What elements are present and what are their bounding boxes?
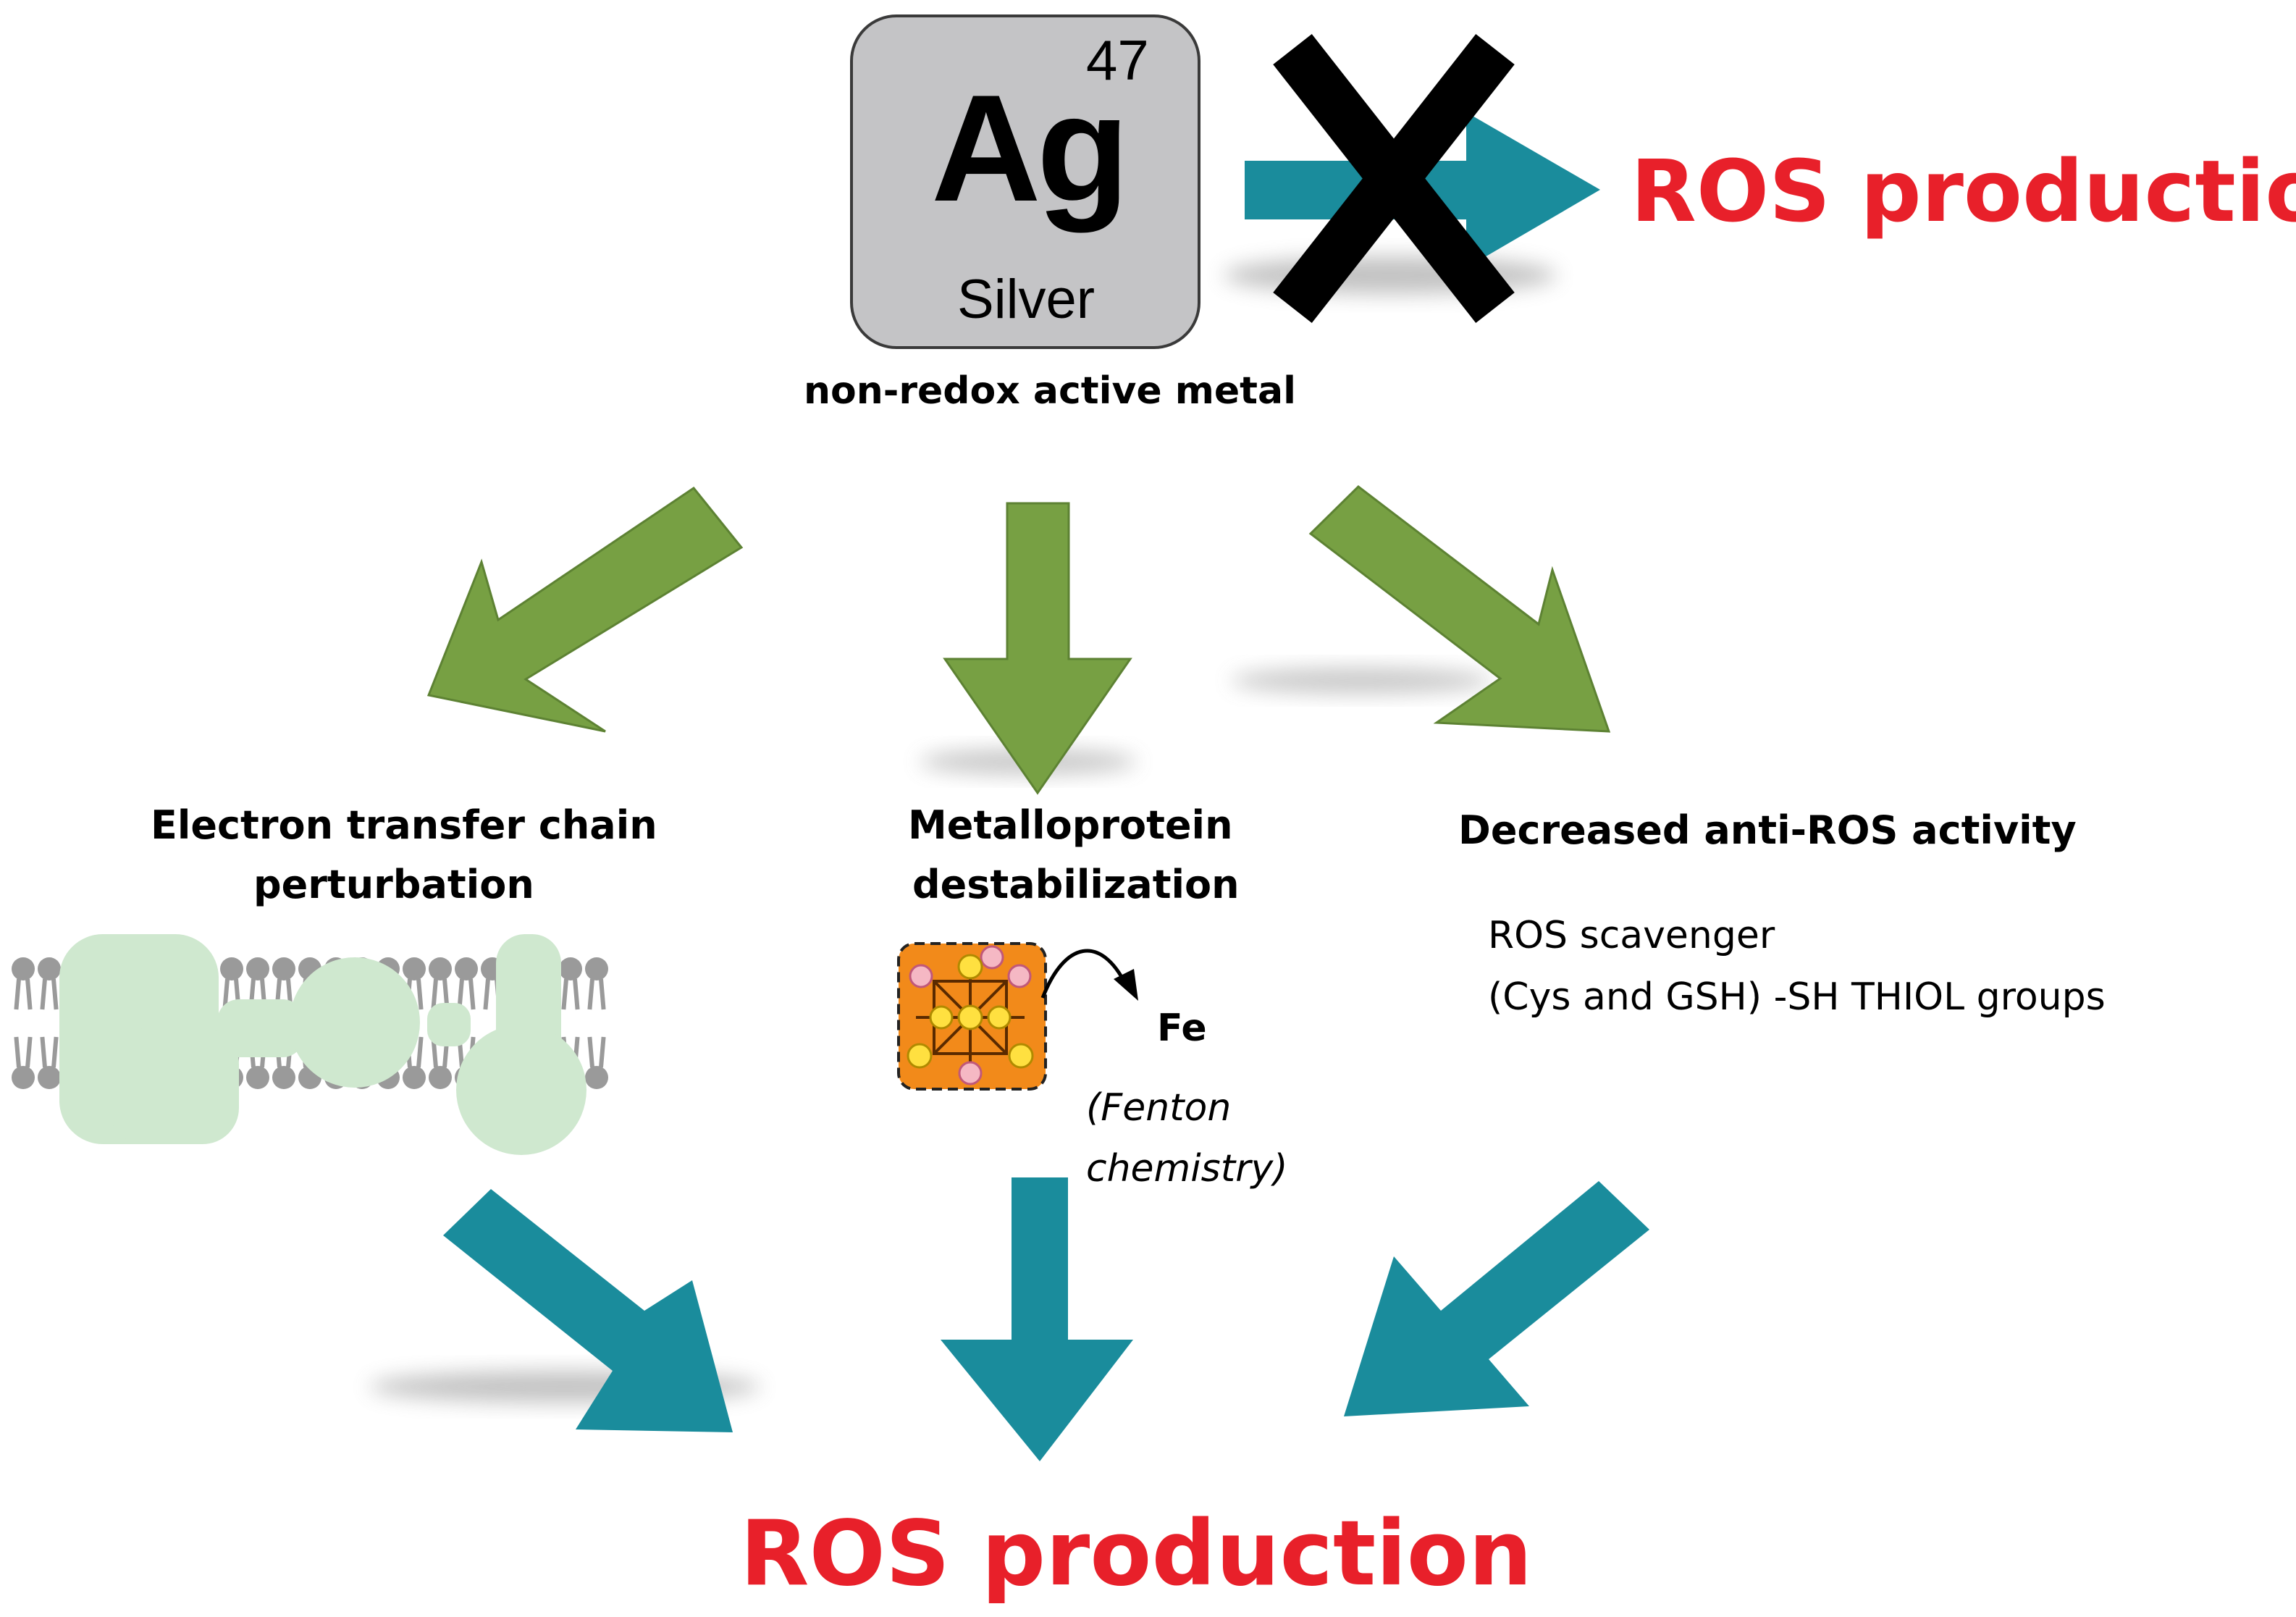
- mechanism-etc-title-line2: perturbation: [253, 862, 534, 907]
- lipid-head: [246, 1066, 269, 1089]
- lipid-tail: [573, 978, 580, 1010]
- lipid-tail: [587, 978, 594, 1010]
- lipid-head: [220, 957, 243, 980]
- lipid-head: [246, 957, 269, 980]
- mechanism-metalloprotein-title-line2: destabilization: [912, 862, 1240, 907]
- mechanism-anti-ros-title: Decreased anti-ROS activity: [1458, 807, 2077, 853]
- lipid-head: [12, 1066, 35, 1089]
- blocked-ros-production-label: ROS production: [1631, 141, 2296, 241]
- mechanism-anti-ros-detail-line2: (Cys and GSH) -SH THIOL groups: [1488, 975, 2106, 1019]
- lipid-tail: [416, 1036, 424, 1068]
- fenton-note-line1: (Fenton: [1086, 1086, 1232, 1130]
- mechanism-anti-ros-detail-line1: ROS scavenger: [1488, 914, 1775, 957]
- lipid-head: [38, 957, 61, 980]
- lipid-tail: [51, 978, 59, 1010]
- released-fe-label: Fe: [1157, 1007, 1207, 1050]
- lipid-head: [455, 957, 478, 980]
- fe-s-cluster-icon: [897, 942, 1047, 1091]
- element-caption: non-redox active metal: [804, 369, 1296, 413]
- mechanism-metalloprotein-title-line1: Metalloprotein: [908, 802, 1233, 848]
- lipid-tail: [25, 1036, 33, 1068]
- lipid-head: [585, 1066, 608, 1089]
- lipid-tail: [561, 978, 568, 1010]
- lipid-tail: [431, 978, 438, 1010]
- lipid-tail: [25, 978, 33, 1010]
- lipid-tail: [483, 978, 490, 1010]
- lipid-tail: [14, 1036, 21, 1068]
- teal-arrow-center: [941, 1177, 1133, 1461]
- fenton-note-line2: chemistry): [1086, 1147, 1288, 1190]
- lipid-head: [403, 1066, 426, 1089]
- lipid-tail: [51, 1036, 59, 1068]
- lipid-tail: [599, 978, 606, 1010]
- lipid-head: [38, 1066, 61, 1089]
- green-arrow-left: [426, 486, 744, 733]
- lipid-tail: [468, 978, 476, 1010]
- lipid-head: [429, 1066, 452, 1089]
- lipid-tail: [416, 978, 424, 1010]
- atomic-number: 47: [1086, 28, 1149, 92]
- element-name: Silver: [957, 269, 1096, 330]
- final-ros-production-label: ROS production: [740, 1502, 1533, 1606]
- complex-iii-protein: [290, 957, 420, 1088]
- silver-element-tile: [850, 14, 1200, 349]
- lipid-head: [585, 957, 608, 980]
- green-arrow-right: [1231, 485, 1611, 733]
- fe-release-arrow-icon: [1040, 949, 1138, 1001]
- membrane-illustration: [12, 934, 608, 1155]
- lipid-head: [429, 957, 452, 980]
- lipid-tail: [40, 1036, 47, 1068]
- element-symbol: Ag: [931, 63, 1130, 233]
- lipid-head: [559, 957, 582, 980]
- lipid-head: [403, 957, 426, 980]
- green-arrow-center: [920, 502, 1137, 795]
- complex-ii-protein: [217, 999, 304, 1057]
- x-cross-icon: [1273, 34, 1515, 323]
- lipid-tail: [14, 978, 21, 1010]
- lipid-tail: [599, 1036, 606, 1068]
- lipid-head: [272, 1066, 295, 1089]
- teal-arrow-right: [1344, 1181, 1649, 1416]
- lipid-tail: [40, 978, 47, 1010]
- lipid-head: [272, 957, 295, 980]
- lipid-tail: [587, 1036, 594, 1068]
- teal-arrow-left: [369, 1189, 760, 1432]
- mechanism-etc-title-line1: Electron transfer chain: [151, 802, 657, 848]
- lipid-head: [12, 957, 35, 980]
